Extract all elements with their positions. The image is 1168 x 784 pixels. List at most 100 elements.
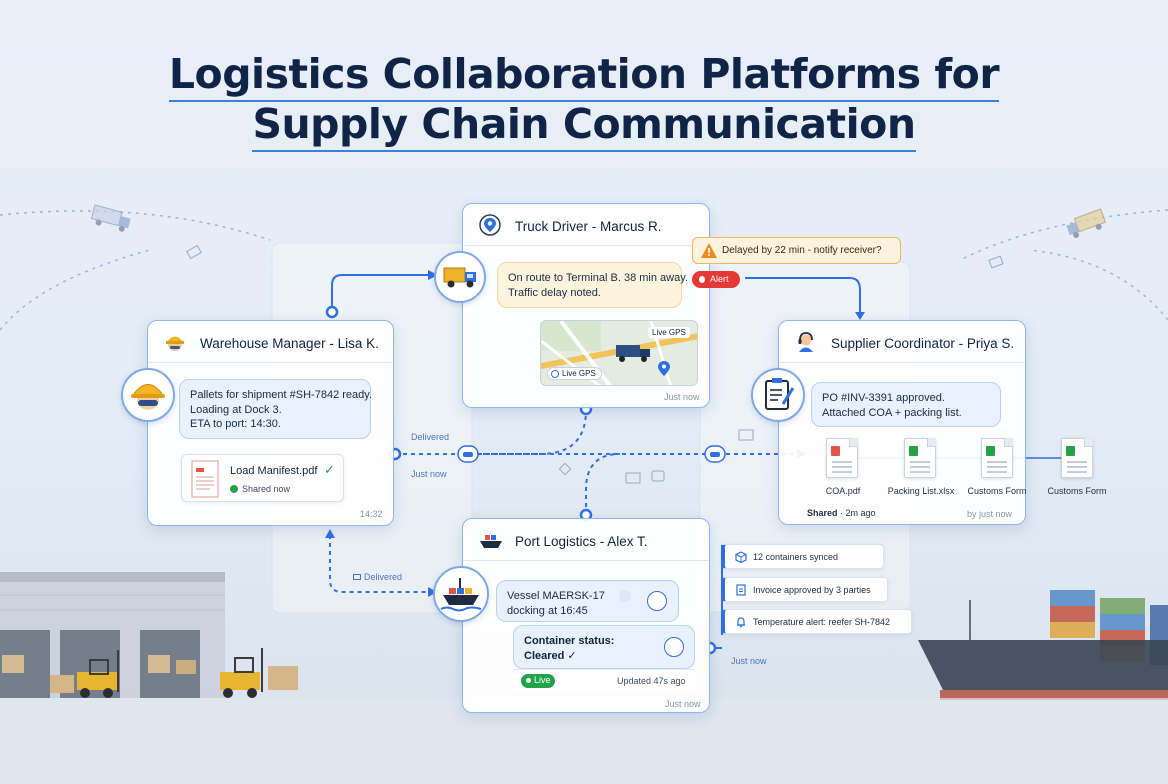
panel-title: Truck Driver - Marcus R. xyxy=(515,219,662,234)
page-title-line-2: Supply Chain Communication xyxy=(0,100,1168,152)
truck-icon xyxy=(434,251,486,303)
status-text: Temperature alert: reefer SH-7842 xyxy=(753,617,891,627)
connector-warehouse-to-truck xyxy=(331,274,428,312)
connector-warehouse-to-port xyxy=(329,535,430,593)
port-logistics-panel[interactable]: Port Logistics - Alex T. Vessel MAERSK-1… xyxy=(462,518,710,713)
ship-icon xyxy=(433,566,489,622)
message-bubble: PO #INV-3391 approved. Attached COA + pa… xyxy=(811,382,1001,427)
decorative-arc-left xyxy=(0,210,271,241)
document-icon-pdf[interactable] xyxy=(826,438,858,478)
gps-icon xyxy=(551,370,559,378)
panel-title: Supplier Coordinator - Priya S. xyxy=(831,336,1015,351)
timestamp: Just now xyxy=(665,699,701,709)
status-feed-item[interactable]: Temperature alert: reefer SH-7842 xyxy=(722,609,912,634)
clipboard-icon xyxy=(751,368,805,422)
avatar-icon xyxy=(664,637,684,657)
page-title-line-1: Logistics Collaboration Platforms for xyxy=(0,50,1168,102)
warning-icon xyxy=(701,243,717,258)
document-label: Customs Form xyxy=(967,486,1027,496)
connector-alert-to-supplier xyxy=(745,277,861,312)
delivered-label: Delivered xyxy=(411,432,450,442)
info-icon xyxy=(619,590,631,602)
live-gps-tag: Live GPS xyxy=(547,367,602,380)
flow-car-icons xyxy=(457,445,726,463)
document-label: Customs Form xyxy=(1047,486,1107,496)
small-truck-right-icon xyxy=(1066,208,1107,238)
supplier-coordinator-panel[interactable]: Supplier Coordinator - Priya S. PO #INV-… xyxy=(778,320,1026,525)
timestamp: by just now xyxy=(967,509,1013,519)
message-line: Container status: xyxy=(524,635,615,647)
message-line: PO #INV-3391 approved. xyxy=(822,392,945,404)
message-line: Attached COA + packing list. xyxy=(822,406,962,419)
just-now-label: Just now xyxy=(411,469,447,479)
message-bubble: Pallets for shipment #SH-7842 ready. Loa… xyxy=(179,379,372,439)
floating-envelope-icons xyxy=(186,244,1004,484)
message-line: Vessel MAERSK-17 xyxy=(507,590,605,602)
status-text: 12 containers synced xyxy=(753,552,839,562)
avatar-icon xyxy=(647,591,667,611)
message-bubble: On route to Terminal B. 38 min away. Tra… xyxy=(497,262,688,308)
file-name: Load Manifest.pdf xyxy=(230,465,318,477)
ship-avatar-icon xyxy=(480,535,502,548)
forklift-2-icon xyxy=(220,648,298,698)
message-line: Traffic delay noted. xyxy=(508,286,601,299)
message-line: ETA to port: 14:30. xyxy=(190,418,281,430)
panel-header: Port Logistics - Alex T. xyxy=(463,519,709,561)
box-icon xyxy=(735,551,747,563)
timestamp: Just now xyxy=(664,392,700,402)
panel-header: Warehouse Manager - Lisa K. xyxy=(148,321,393,363)
connector-port-to-supplier xyxy=(585,453,621,515)
just-now-label: Just now xyxy=(731,656,767,666)
panel-header: Truck Driver - Marcus R. xyxy=(463,204,709,246)
message-line: Cleared ✓ xyxy=(524,649,577,662)
check-icon: ✓ xyxy=(324,462,335,477)
file-attachment[interactable]: Load Manifest.pdf ✓ Shared now xyxy=(181,454,344,502)
document-icon-xlsx[interactable] xyxy=(904,438,936,478)
document-icon xyxy=(736,584,746,596)
pdf-file-icon xyxy=(191,460,219,498)
document-label: COA.pdf xyxy=(825,486,861,496)
gps-map[interactable]: Live GPS Live GPS xyxy=(540,320,698,386)
timestamp: 14:32 xyxy=(360,509,383,519)
truck-driver-panel[interactable]: Truck Driver - Marcus R. On route to Ter… xyxy=(462,203,710,408)
delivered-label: Delivered xyxy=(353,572,402,582)
envelope-icon xyxy=(353,574,361,580)
map-truck-icon xyxy=(616,345,650,362)
warehouse-manager-panel[interactable]: Warehouse Manager - Lisa K. Pallets for … xyxy=(147,320,394,526)
headset-avatar-icon xyxy=(798,332,813,352)
status-feed-item[interactable]: 12 containers synced xyxy=(722,544,884,569)
document-label: Packing List.xlsx xyxy=(887,486,955,496)
live-gps-tag: Live GPS xyxy=(648,327,690,338)
live-badge: Live xyxy=(521,674,555,688)
updated-label: Updated 47s ago xyxy=(617,676,686,686)
bell-icon xyxy=(737,617,745,628)
alert-badge[interactable]: Alert xyxy=(692,271,740,288)
delay-alert-banner[interactable]: Delayed by 22 min - notify receiver? xyxy=(692,237,901,264)
live-label: Live xyxy=(534,675,551,685)
message-bubble: Container status: Cleared ✓ xyxy=(513,625,695,669)
message-line: On route to Terminal B. 38 min away. xyxy=(508,272,688,284)
decorative-arc-left-2 xyxy=(0,249,151,331)
message-line: Pallets for shipment #SH-7842 ready. xyxy=(190,389,372,401)
live-dot-icon xyxy=(526,678,531,683)
message-bubble: Vessel MAERSK-17 docking at 16:45 xyxy=(496,580,679,622)
document-icon-xlsx[interactable] xyxy=(981,438,1013,478)
cargo-ship xyxy=(918,600,1168,700)
message-line: docking at 16:45 xyxy=(507,604,588,617)
map-pin-icon xyxy=(658,361,670,376)
shared-label: Shared · 2m ago xyxy=(807,508,876,518)
decorative-arc-right xyxy=(959,209,1168,261)
panel-header: Supplier Coordinator - Priya S. xyxy=(779,321,1025,363)
worker-avatar-icon xyxy=(166,336,184,351)
alert-badge-label: Alert xyxy=(710,274,729,284)
small-truck-left-icon xyxy=(90,204,131,232)
file-status: Shared now xyxy=(242,484,291,494)
panel-title: Port Logistics - Alex T. xyxy=(515,534,648,549)
status-feed-item[interactable]: Invoice approved by 3 parties xyxy=(722,577,888,602)
connector-truck-to-warehouse-flow xyxy=(395,409,587,455)
panel-title: Warehouse Manager - Lisa K. xyxy=(200,336,379,351)
document-icon-xlsx[interactable] xyxy=(1061,438,1093,478)
forklift-1-icon xyxy=(50,650,119,698)
shared-dot-icon xyxy=(230,485,238,493)
location-pin-icon xyxy=(479,214,501,236)
